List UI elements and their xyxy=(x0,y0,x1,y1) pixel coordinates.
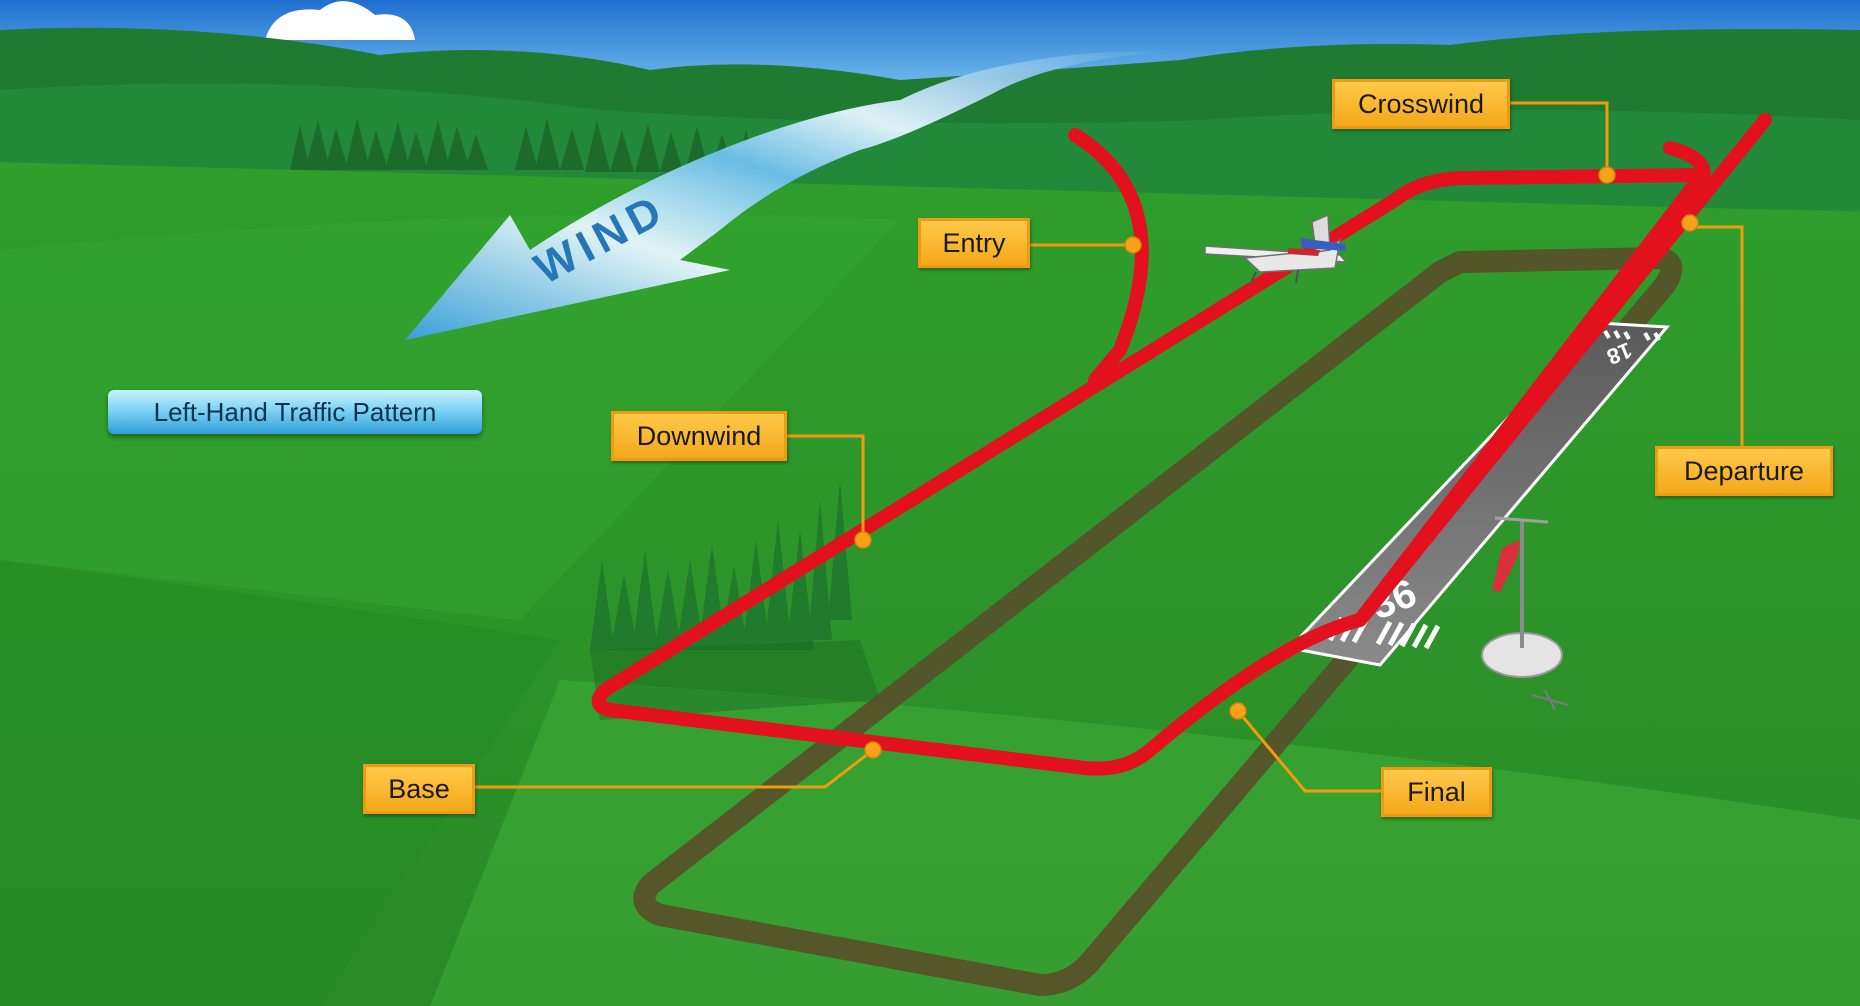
dot-final xyxy=(1229,702,1247,720)
cloud xyxy=(265,1,415,40)
label-base: Base xyxy=(363,764,475,814)
dot-crosswind xyxy=(1598,166,1616,184)
pattern-loop xyxy=(591,168,1709,776)
leader-departure xyxy=(1689,225,1744,448)
dot-base xyxy=(864,741,882,759)
traffic-pattern xyxy=(591,113,1772,776)
windsock-icon xyxy=(1481,516,1569,711)
tree-line xyxy=(290,118,758,174)
crosswind-hook xyxy=(1663,141,1711,192)
dot-departure xyxy=(1681,214,1699,232)
departure-leg xyxy=(1353,113,1772,627)
label-entry: Entry xyxy=(918,218,1030,268)
leader-downwind xyxy=(787,434,865,540)
dot-entry xyxy=(1124,236,1142,254)
label-departure: Departure xyxy=(1655,446,1833,496)
entry-leg xyxy=(1068,128,1149,387)
label-final: Final xyxy=(1381,767,1492,817)
leader-lines xyxy=(474,101,1744,793)
ground-track xyxy=(633,247,1683,996)
diagram-title: Left-Hand Traffic Pattern xyxy=(108,390,482,434)
field-band-left xyxy=(0,560,560,1006)
leader-base xyxy=(474,748,874,789)
dot-downwind xyxy=(854,531,872,549)
label-downwind: Downwind xyxy=(611,411,787,461)
label-crosswind: Crosswind xyxy=(1332,79,1510,129)
leader-crosswind xyxy=(1508,101,1609,175)
threshold-markings-far xyxy=(1603,330,1661,341)
airplane-icon xyxy=(1204,213,1348,286)
leader-final xyxy=(1236,710,1383,793)
leader-dots xyxy=(854,166,1699,759)
field-band-lower xyxy=(430,680,1860,1006)
